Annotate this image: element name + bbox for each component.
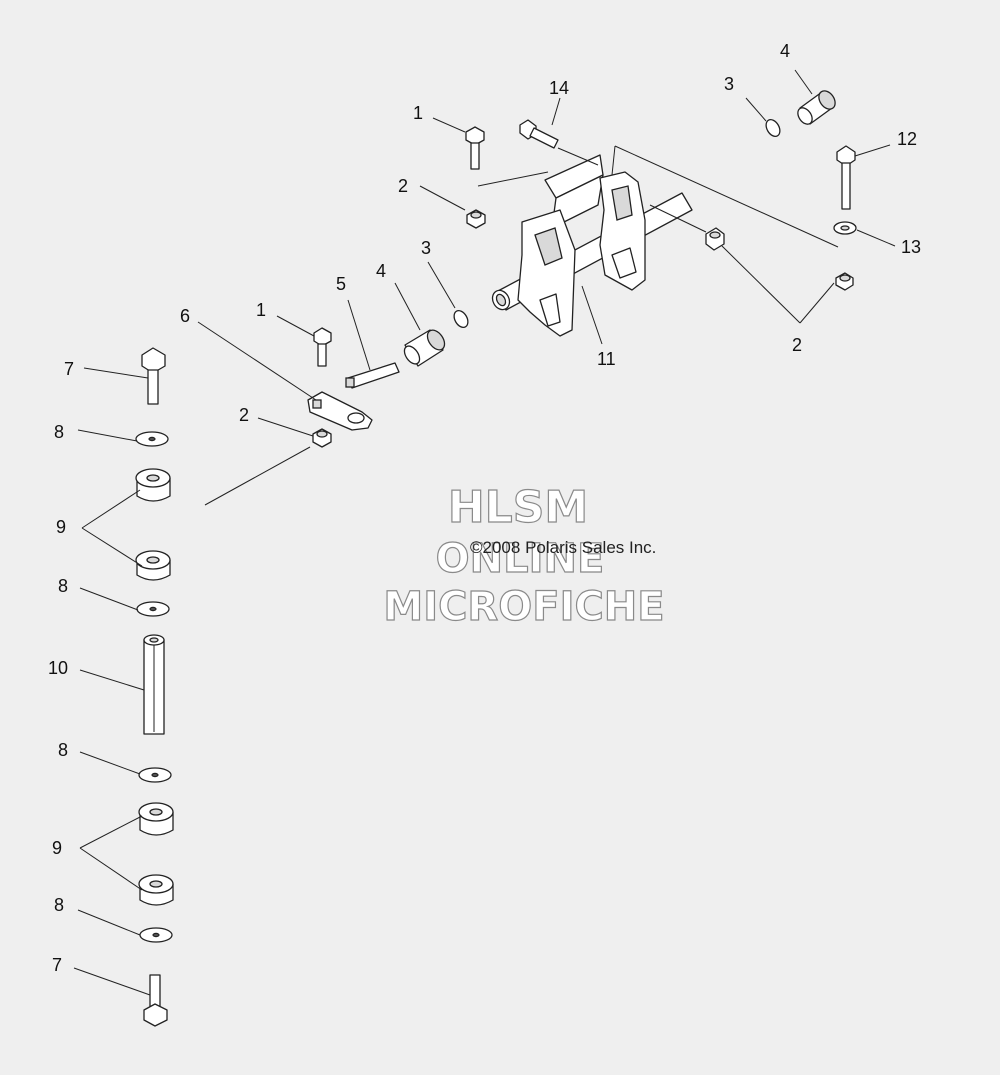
watermark-line-1: HLSM [448,482,588,533]
callout-2-mid: 2 [239,405,249,425]
callout-14: 14 [549,78,569,98]
spacer-10 [143,634,165,735]
link-arm-6 [307,391,373,431]
o-ring-mid [453,309,469,329]
bushing-9-c [138,802,174,836]
bolt-14 [519,119,559,149]
sleeve-mid [403,329,446,367]
callout-9-bottom: 9 [52,838,62,858]
nut-2-top [466,209,486,229]
bolt-7-bottom [143,974,168,1027]
callout-2-top: 2 [398,176,408,196]
bushing-9-a [135,468,171,502]
o-ring-top-right [765,118,781,138]
callout-3-mid: 3 [421,238,431,258]
bolt-7-top [141,347,166,405]
callout-7-bottom: 7 [52,955,62,975]
bushing-9-b [135,550,171,581]
callout-11: 11 [597,349,616,369]
callout-8-c: 8 [58,740,68,760]
bolt-1-mid [313,327,332,367]
nut-2-mid [312,428,332,448]
callout-1-top: 1 [413,103,423,123]
copyright-notice: ©2008 Polaris Sales Inc. [470,538,656,557]
callout-9-top: 9 [56,517,66,537]
callout-12: 12 [897,129,917,149]
callout-8-d: 8 [54,895,64,915]
callout-10: 10 [48,658,68,678]
bolt-12 [836,145,856,210]
watermark-line-3: MICROFICHE [383,584,664,630]
bushing-9-d [138,874,174,906]
rod-5 [345,362,400,389]
nut-right-lower [835,272,854,291]
watermark: HLSM ONLINE MICROFICHE [383,481,665,630]
callout-8-a: 8 [54,422,64,442]
bracket-assembly-11 [491,154,693,337]
callout-6: 6 [180,306,190,326]
callout-13: 13 [901,237,921,257]
callout-numbers: 14 4 3 1 12 2 13 3 4 5 6 1 11 2 7 8 2 9 … [48,41,921,975]
callout-5: 5 [336,274,346,294]
sleeve-top-right [797,90,836,125]
callout-4-mid: 4 [376,261,386,281]
callout-7-top: 7 [64,359,74,379]
nut-bracket-right [705,227,725,251]
callout-8-b: 8 [58,576,68,596]
callout-4-top: 4 [780,41,790,61]
callout-2-right: 2 [792,335,802,355]
callout-3-top: 3 [724,74,734,94]
leader-lines [73,69,896,996]
bolt-1-top [465,126,485,170]
watermark-line-2: ONLINE [436,536,605,582]
callout-1-mid: 1 [256,300,266,320]
